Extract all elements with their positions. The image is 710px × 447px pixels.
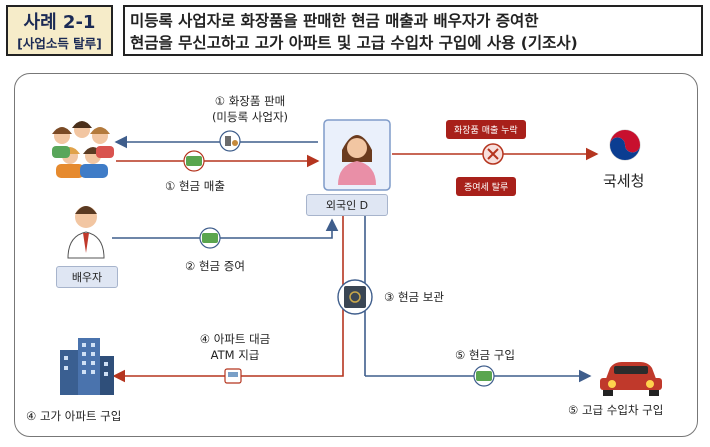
description-line-1: 미등록 사업자로 화장품을 판매한 현금 매출과 배우자가 증여한 (130, 12, 539, 30)
safe-icon (337, 279, 373, 315)
sale-label-line2: (미등록 사업자) (211, 110, 289, 124)
cash-gift-arrow (112, 218, 339, 239)
case-subtitle: [사업소득 탈루] (17, 36, 102, 51)
cash-gift-money-icon (199, 227, 221, 249)
case-title: 사례 2-1 (23, 12, 96, 33)
description-line-2: 현금을 무신고하고 고가 아파트 및 고급 수입차 구입에 사용 (기조사) (130, 34, 578, 52)
spouse-icon (67, 206, 105, 259)
nts-emblem-icon (609, 129, 641, 161)
person-d-tag: 외국인 D (306, 194, 388, 216)
car-purchase-money-icon (473, 365, 495, 387)
nts-label: 국세청 (603, 172, 645, 190)
apt-payment-arrow (112, 215, 344, 383)
case-box (6, 5, 113, 56)
sale-label-line1: ① 화장품 판매 (214, 94, 286, 108)
person-d-icon (338, 135, 376, 185)
omission-gift-tag: 증여세 탈루 (456, 177, 517, 196)
cash-sales-label: ① 현금 매출 (165, 179, 225, 193)
luxury-car-icon (600, 362, 662, 396)
spouse-tag: 배우자 (56, 266, 118, 288)
description-box (123, 5, 703, 56)
omission-sales-tag: 화장품 매출 누락 (446, 120, 526, 139)
cash-sales-money-icon (183, 150, 205, 172)
cash-keep-label: ③ 현금 보관 (384, 290, 444, 304)
cosmetics-coin-icon (219, 130, 241, 152)
apt-purchase-label: ④ 고가 아파트 구입 (26, 409, 122, 423)
cash-gift-label: ② 현금 증여 (185, 259, 245, 273)
car-purchase-label: ⑤ 고급 수입차 구입 (568, 403, 664, 417)
apartment-building-icon (60, 338, 114, 395)
omission-x-icon (482, 143, 504, 165)
apt-payment-line1: ④ 아파트 대금 (199, 332, 271, 346)
apt-payment-line2: ATM 지급 (210, 348, 260, 362)
customers-group-icon (52, 121, 114, 178)
cash-purchase-label: ⑤ 현금 구입 (455, 348, 515, 362)
atm-icon (224, 368, 242, 384)
